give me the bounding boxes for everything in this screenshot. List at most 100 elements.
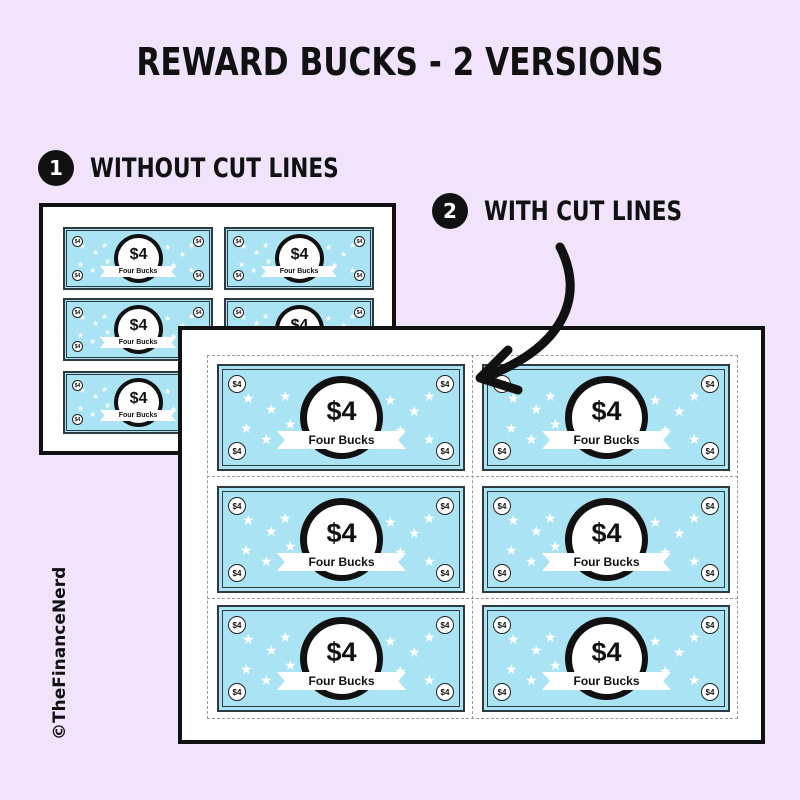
corner-value: $4 [701, 683, 719, 701]
corner-value: $4 [493, 683, 511, 701]
star-icon: ★ [284, 538, 297, 554]
star-icon: ★ [408, 403, 421, 419]
version-1-label: 1 WITHOUT CUT LINES [38, 150, 401, 186]
star-icon: ★ [77, 404, 85, 413]
corner-value: $4 [193, 270, 204, 281]
bill-name-ribbon: Four Bucks [277, 431, 406, 449]
version-1-text: WITHOUT CUT LINES [90, 152, 339, 184]
corner-value: $4 [354, 270, 365, 281]
star-icon: ★ [240, 661, 253, 677]
star-icon: ★ [188, 241, 196, 250]
star-icon: ★ [649, 514, 662, 530]
bill-name-ribbon: Four Bucks [277, 553, 406, 571]
corner-value: $4 [436, 442, 454, 460]
star-icon: ★ [507, 512, 520, 528]
star-icon: ★ [164, 387, 172, 396]
star-icon: ★ [507, 631, 520, 647]
star-icon: ★ [279, 388, 292, 404]
star-icon: ★ [101, 385, 109, 394]
star-icon: ★ [325, 314, 333, 323]
bill-name-ribbon: Four Bucks [542, 553, 671, 571]
corner-value: $4 [493, 564, 511, 582]
corner-value: $4 [701, 564, 719, 582]
star-icon: ★ [549, 416, 562, 432]
corner-value: $4 [228, 616, 246, 634]
star-icon: ★ [89, 410, 97, 419]
corner-value: $4 [228, 442, 246, 460]
corner-value: $4 [228, 375, 246, 393]
star-icon: ★ [423, 629, 436, 645]
corner-value: $4 [72, 341, 83, 352]
star-icon: ★ [260, 672, 273, 688]
star-icon: ★ [544, 510, 557, 526]
star-icon: ★ [525, 672, 538, 688]
bill-amount: $4 [326, 637, 357, 667]
star-icon: ★ [279, 510, 292, 526]
star-icon: ★ [384, 633, 397, 649]
star-icon: ★ [262, 241, 270, 250]
bill-inner-border [487, 369, 725, 466]
version-2-badge: 2 [432, 193, 468, 229]
star-icon: ★ [530, 401, 543, 417]
star-icon: ★ [544, 629, 557, 645]
bill-amount: $4 [326, 396, 357, 426]
star-icon: ★ [408, 644, 421, 660]
bill-amount: $4 [591, 518, 622, 548]
corner-value: $4 [193, 236, 204, 247]
version-2-text: WITH CUT LINES [484, 195, 683, 227]
star-icon: ★ [325, 243, 333, 252]
corner-value: $4 [436, 497, 454, 515]
corner-value: $4 [72, 236, 83, 247]
corner-value: $4 [233, 236, 244, 247]
star-icon: ★ [423, 388, 436, 404]
star-icon: ★ [423, 672, 436, 688]
star-icon: ★ [79, 242, 87, 251]
star-icon: ★ [240, 242, 248, 251]
star-icon: ★ [101, 312, 109, 321]
star-icon: ★ [349, 266, 357, 275]
star-icon: ★ [179, 250, 187, 259]
star-icon: ★ [525, 431, 538, 447]
star-icon: ★ [649, 633, 662, 649]
star-icon: ★ [188, 266, 196, 275]
version-2-label: 2 WITH CUT LINES [432, 193, 732, 229]
star-icon: ★ [688, 672, 701, 688]
corner-value: $4 [354, 236, 365, 247]
bill-amount: $4 [591, 637, 622, 667]
star-icon: ★ [262, 312, 270, 321]
corner-value: $4 [228, 497, 246, 515]
star-icon: ★ [408, 525, 421, 541]
bill-amount: $4 [129, 246, 148, 263]
corner-value: $4 [436, 616, 454, 634]
star-icon: ★ [242, 631, 255, 647]
star-icon: ★ [104, 257, 112, 266]
bill-name-ribbon: Four Bucks [542, 672, 671, 690]
star-icon: ★ [331, 261, 339, 270]
bill-inner-border [222, 369, 460, 466]
bill-amount: $4 [129, 317, 148, 334]
star-icon: ★ [79, 386, 87, 395]
bill-name-ribbon: Four Bucks [100, 337, 176, 348]
star-icon: ★ [242, 512, 255, 528]
version-1-badge: 1 [38, 150, 74, 186]
star-icon: ★ [265, 642, 278, 658]
star-icon: ★ [544, 388, 557, 404]
star-icon: ★ [89, 266, 97, 275]
star-icon: ★ [77, 331, 85, 340]
bill-inner-border [66, 230, 210, 287]
star-icon: ★ [688, 629, 701, 645]
star-icon: ★ [549, 538, 562, 554]
bill-name-ribbon: Four Bucks [100, 266, 176, 277]
corner-value: $4 [72, 414, 83, 425]
watermark: ©TheFinanceNerd [50, 566, 70, 740]
bill-amount: $4 [129, 390, 148, 407]
star-icon: ★ [164, 314, 172, 323]
corner-value: $4 [701, 375, 719, 393]
star-icon: ★ [688, 431, 701, 447]
corner-value: $4 [193, 307, 204, 318]
